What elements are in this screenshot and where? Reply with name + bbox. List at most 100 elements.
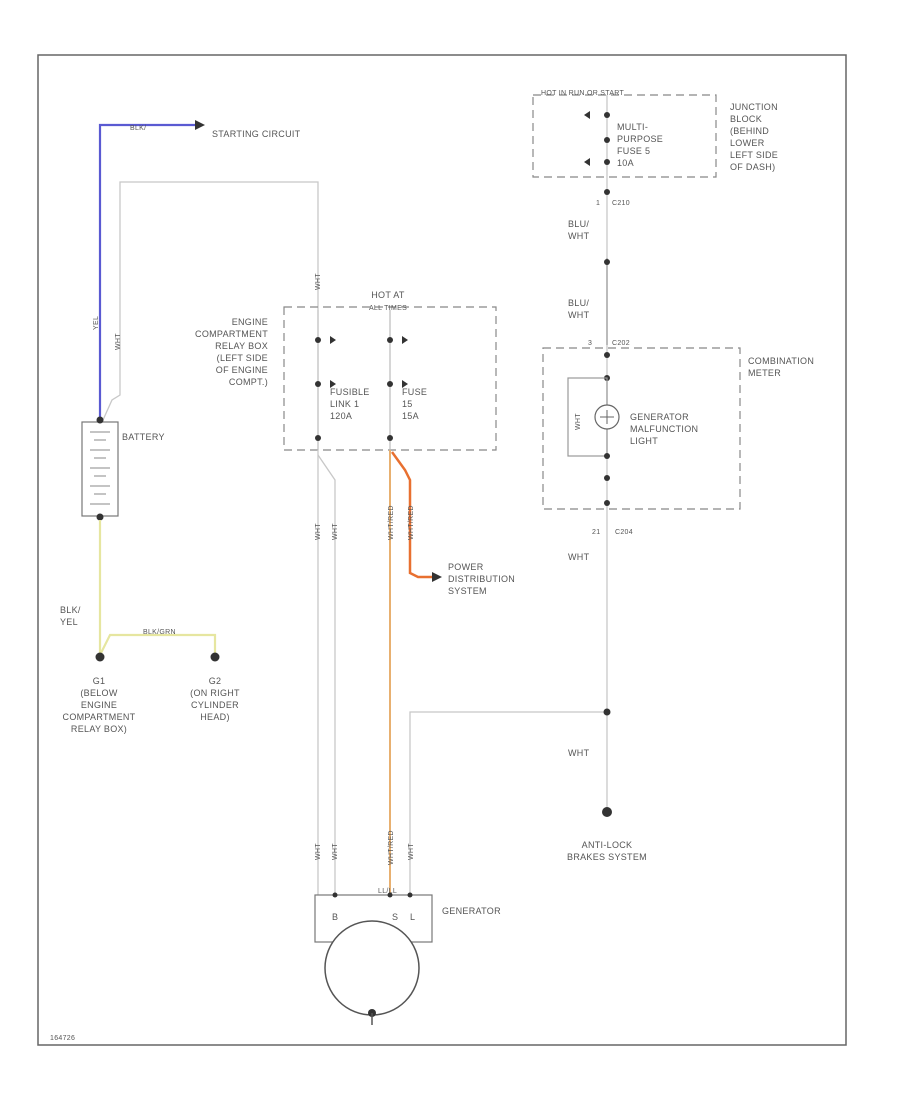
svg-text:METER: METER bbox=[748, 368, 781, 378]
svg-text:COMPT.): COMPT.) bbox=[229, 377, 268, 387]
wire-wht-gen-l bbox=[409, 711, 607, 895]
arrow-starting-circuit bbox=[195, 120, 205, 130]
svg-text:CYLINDER: CYLINDER bbox=[191, 700, 239, 710]
label-malfunction-light: GENERATOR MALFUNCTION LIGHT bbox=[630, 412, 698, 446]
svg-text:LEFT SIDE: LEFT SIDE bbox=[730, 150, 778, 160]
svg-text:ENGINE: ENGINE bbox=[81, 700, 117, 710]
gen-terminal-dot-s bbox=[387, 892, 393, 898]
label-fusible-link: FUSIBLE LINK 1 120A bbox=[330, 387, 370, 421]
label-multi-fuse: MULTI- PURPOSE FUSE 5 10A bbox=[617, 122, 663, 168]
svg-text:WHT: WHT bbox=[568, 231, 590, 241]
svg-text:15A: 15A bbox=[402, 411, 419, 421]
svg-text:GENERATOR: GENERATOR bbox=[630, 412, 689, 422]
wire-wht-battery bbox=[102, 181, 319, 421]
gen-terminal-dot-l bbox=[407, 892, 413, 898]
splice-dot-1 bbox=[604, 259, 610, 265]
wire-label-wht-red-1: WHT/RED bbox=[388, 505, 395, 540]
wire-label-blk-grn: BLK/GRN bbox=[143, 629, 176, 636]
meter-dot-bottom bbox=[604, 500, 610, 506]
wire-wht-red-power-dist bbox=[390, 451, 432, 579]
svg-text:(BEHIND: (BEHIND bbox=[730, 126, 769, 136]
wire-label-wht-v4: WHT bbox=[332, 843, 339, 860]
fuse-15-arrow-2 bbox=[402, 380, 408, 388]
svg-text:G2: G2 bbox=[209, 676, 222, 686]
label-engine-relay-box: ENGINE COMPARTMENT RELAY BOX (LEFT SIDE … bbox=[195, 317, 268, 387]
svg-text:MULTI-: MULTI- bbox=[617, 122, 648, 132]
battery-positive-terminal bbox=[96, 416, 104, 424]
svg-text:G1: G1 bbox=[93, 676, 106, 686]
svg-text:BRAKES SYSTEM: BRAKES SYSTEM bbox=[567, 852, 647, 862]
wire-label-wht-v1: WHT bbox=[315, 523, 322, 540]
conn-c210-dot bbox=[604, 189, 610, 195]
jb-dot-3 bbox=[604, 159, 610, 165]
conn-c202-pin: 3 bbox=[588, 340, 592, 347]
battery-negative-terminal bbox=[96, 513, 104, 521]
fusible-link-dot-top bbox=[315, 337, 321, 343]
jb-dot-1 bbox=[604, 112, 610, 118]
wire-label-blu-wht-1: BLU/ WHT bbox=[568, 219, 590, 241]
svg-text:HEAD): HEAD) bbox=[200, 712, 230, 722]
svg-text:OF ENGINE: OF ENGINE bbox=[216, 365, 268, 375]
svg-text:ALL TIMES: ALL TIMES bbox=[369, 305, 407, 312]
svg-text:120A: 120A bbox=[330, 411, 352, 421]
label-hot-in-run: HOT IN RUN OR START bbox=[541, 90, 625, 97]
svg-text:(ON RIGHT: (ON RIGHT bbox=[190, 688, 240, 698]
label-generator: GENERATOR bbox=[442, 906, 501, 916]
conn-c204-label: C204 bbox=[615, 529, 633, 536]
wire-blk-yel-starting bbox=[98, 123, 195, 420]
conn-c202-label: C202 bbox=[612, 340, 630, 347]
svg-text:JUNCTION: JUNCTION bbox=[730, 102, 778, 112]
svg-text:10A: 10A bbox=[617, 158, 634, 168]
wire-label-blu-wht-2: BLU/ WHT bbox=[568, 298, 590, 320]
svg-text:DISTRIBUTION: DISTRIBUTION bbox=[448, 574, 515, 584]
wire-label-blk-yel-2: YEL bbox=[60, 617, 78, 627]
wire-label-wht-1: WHT bbox=[115, 333, 122, 350]
svg-text:COMPARTMENT: COMPARTMENT bbox=[195, 329, 268, 339]
label-abs: ANTI-LOCK BRAKES SYSTEM bbox=[567, 840, 647, 862]
ground-g1-point bbox=[95, 652, 105, 662]
svg-text:FUSIBLE: FUSIBLE bbox=[330, 387, 370, 397]
svg-text:ANTI-LOCK: ANTI-LOCK bbox=[582, 840, 633, 850]
fuse-15-dot-mid bbox=[387, 381, 393, 387]
svg-text:RELAY BOX): RELAY BOX) bbox=[71, 724, 127, 734]
label-junction-block: JUNCTION BLOCK (BEHIND LOWER LEFT SIDE O… bbox=[730, 102, 778, 172]
fuse-15-arrow-1 bbox=[402, 336, 408, 344]
svg-text:COMPARTMENT: COMPARTMENT bbox=[63, 712, 136, 722]
ground-g2-point bbox=[210, 652, 220, 662]
arrow-power-distribution bbox=[432, 572, 442, 582]
conn-c210-label: C210 bbox=[612, 200, 630, 207]
svg-text:BLU/: BLU/ bbox=[568, 298, 589, 308]
fuse-15-dot-top bbox=[387, 337, 393, 343]
svg-text:COMBINATION: COMBINATION bbox=[748, 356, 814, 366]
splice-abs bbox=[603, 708, 611, 716]
label-fuse-15: FUSE 15 15A bbox=[402, 387, 427, 421]
fusible-link-dot-mid bbox=[315, 381, 321, 387]
gen-terminal-s: S bbox=[392, 912, 398, 922]
wire-label-blk-yel-top: BLK/ bbox=[130, 125, 146, 132]
svg-text:BLU/: BLU/ bbox=[568, 219, 589, 229]
gen-terminal-b: B bbox=[332, 912, 338, 922]
label-ground-g1: G1 (BELOW ENGINE COMPARTMENT RELAY BOX) bbox=[63, 676, 136, 734]
fuse-15-dot-bot bbox=[387, 435, 393, 441]
meter-dot-3 bbox=[604, 453, 610, 459]
label-power-distribution: POWER DISTRIBUTION SYSTEM bbox=[448, 562, 515, 596]
junction-block bbox=[532, 94, 717, 178]
svg-text:LIGHT: LIGHT bbox=[630, 436, 658, 446]
wire-label-wht-v3: WHT bbox=[315, 843, 322, 860]
diagram-frame bbox=[37, 54, 847, 1046]
svg-text:(LEFT SIDE: (LEFT SIDE bbox=[217, 353, 268, 363]
wire-blk-grn-ground bbox=[99, 633, 217, 656]
wire-label-blk-yel-1: BLK/ bbox=[60, 605, 81, 615]
jb-arrow-1 bbox=[584, 111, 590, 119]
svg-text:15: 15 bbox=[402, 399, 413, 409]
svg-text:(BELOW: (BELOW bbox=[80, 688, 118, 698]
meter-dot-top bbox=[604, 352, 610, 358]
battery-cells bbox=[90, 431, 110, 505]
gen-terminal-wire-label: LL/LL bbox=[378, 888, 397, 895]
wire-label-wht-v2: WHT bbox=[332, 523, 339, 540]
generator-symbol bbox=[324, 920, 420, 1016]
svg-text:WHT: WHT bbox=[568, 310, 590, 320]
label-battery: BATTERY bbox=[122, 432, 165, 442]
wire-label-wht-red-2: WHT/RED bbox=[408, 505, 415, 540]
